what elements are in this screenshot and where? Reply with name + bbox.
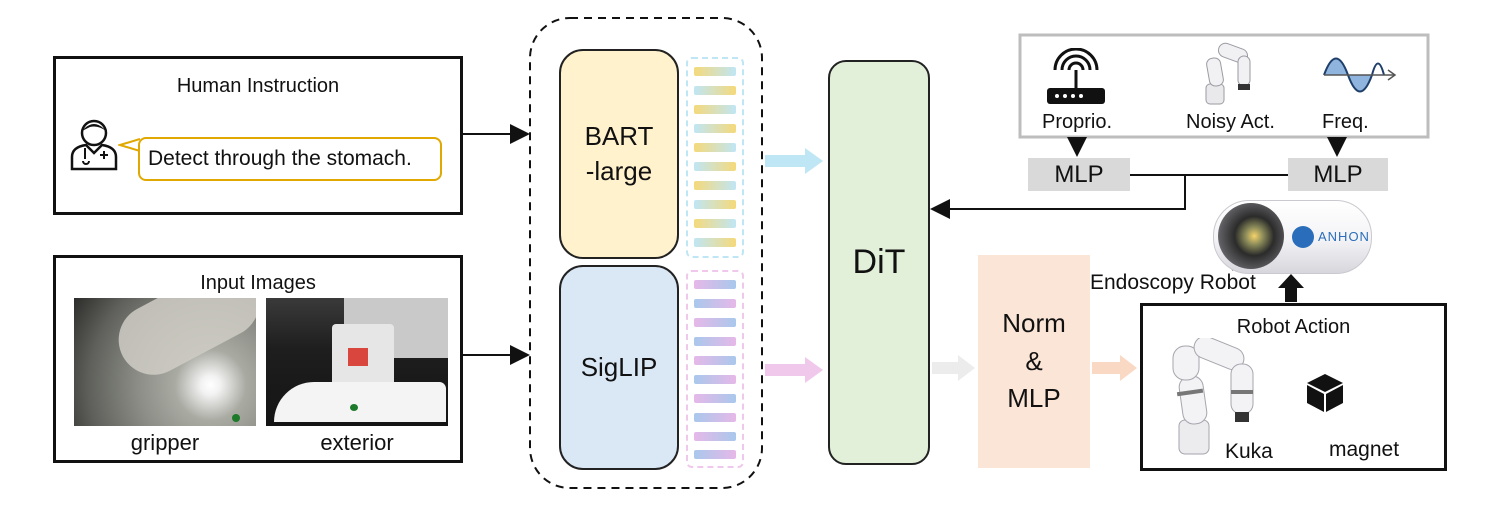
frequency-label: Freq. (1322, 111, 1369, 133)
mlp-right-label: MLP (1313, 160, 1363, 188)
router-icon (1047, 48, 1105, 104)
encoder-group-border (529, 17, 763, 489)
doctor-icon (70, 119, 118, 171)
language-token (694, 67, 736, 76)
mlp-right: MLP (1288, 158, 1388, 191)
speech-tail (118, 138, 140, 152)
capsule-brand-logo (1292, 226, 1314, 248)
frequency-wave-icon (1323, 57, 1397, 93)
language-token (694, 124, 736, 133)
vision-token (694, 337, 736, 346)
language-token (694, 105, 736, 114)
proprio-label: Proprio. (1042, 111, 1113, 133)
language-token (694, 219, 736, 228)
instruction-bubble: Detect through the stomach. (138, 137, 442, 181)
vision-token (694, 318, 736, 327)
siglip-label: SigLIP (580, 351, 658, 382)
exterior-caption: exterior (320, 430, 394, 455)
dit-block: DiT (828, 60, 930, 465)
mlp-left: MLP (1028, 158, 1130, 191)
vision-token (694, 299, 736, 308)
vision-token (694, 450, 736, 459)
human-instruction-panel: Human Instruction Detect through the sto… (53, 56, 463, 215)
norm-mlp-head: Norm & MLP (978, 255, 1090, 468)
human-instruction-title: Human Instruction (176, 75, 340, 97)
vision-feature-arrow (765, 357, 823, 383)
norm-to-action-arrow (1092, 355, 1137, 381)
endoscopy-robot-label: Endoscopy Robot (1090, 271, 1256, 294)
gripper-image (74, 298, 256, 426)
capsule-brand-text: ANHON (1318, 229, 1370, 244)
robot-action-title: Robot Action (1236, 316, 1351, 338)
language-token (694, 181, 736, 190)
language-token (694, 238, 736, 247)
exterior-image (266, 298, 448, 426)
capsule-robot-image: ANHON (1213, 200, 1372, 274)
kuka-label: Kuka (1225, 440, 1273, 463)
language-token-stack (686, 57, 744, 258)
siglip-encoder: SigLIP (559, 265, 679, 470)
robot-action-panel: Robot Action Kuka magnet (1140, 303, 1447, 471)
magnet-cube-icon (1307, 374, 1343, 412)
vision-token (694, 375, 736, 384)
input-images-title: Input Images (200, 272, 316, 294)
language-token (694, 162, 736, 171)
language-feature-arrow (765, 148, 823, 174)
vision-token (694, 413, 736, 422)
language-token (694, 143, 736, 152)
vision-token (694, 356, 736, 365)
input-images-panel: Input Images gripper exterior (53, 255, 463, 463)
vision-token (694, 394, 736, 403)
kuka-arm-icon (1172, 338, 1254, 455)
magnet-label: magnet (1329, 438, 1400, 461)
noisy-action-label: Noisy Act. (1186, 111, 1275, 133)
norm-mlp-label: Norm & MLP (1002, 307, 1066, 414)
dit-to-norm-arrow (932, 355, 975, 381)
mlp-to-dit-line (930, 175, 1186, 219)
language-token (694, 86, 736, 95)
dit-label: DiT (852, 243, 906, 281)
state-input-box (1018, 33, 1430, 139)
bart-large-encoder: BART -large (559, 49, 679, 259)
vision-token (694, 432, 736, 441)
robot-arm-icon (1205, 42, 1251, 105)
vision-token-stack (686, 270, 744, 468)
action-to-endoscopy-arrow (1278, 274, 1304, 302)
mlp-left-label: MLP (1054, 160, 1104, 188)
vision-token (694, 280, 736, 289)
gripper-caption: gripper (130, 430, 200, 455)
bart-large-label: BART -large (584, 120, 654, 186)
language-token (694, 200, 736, 209)
